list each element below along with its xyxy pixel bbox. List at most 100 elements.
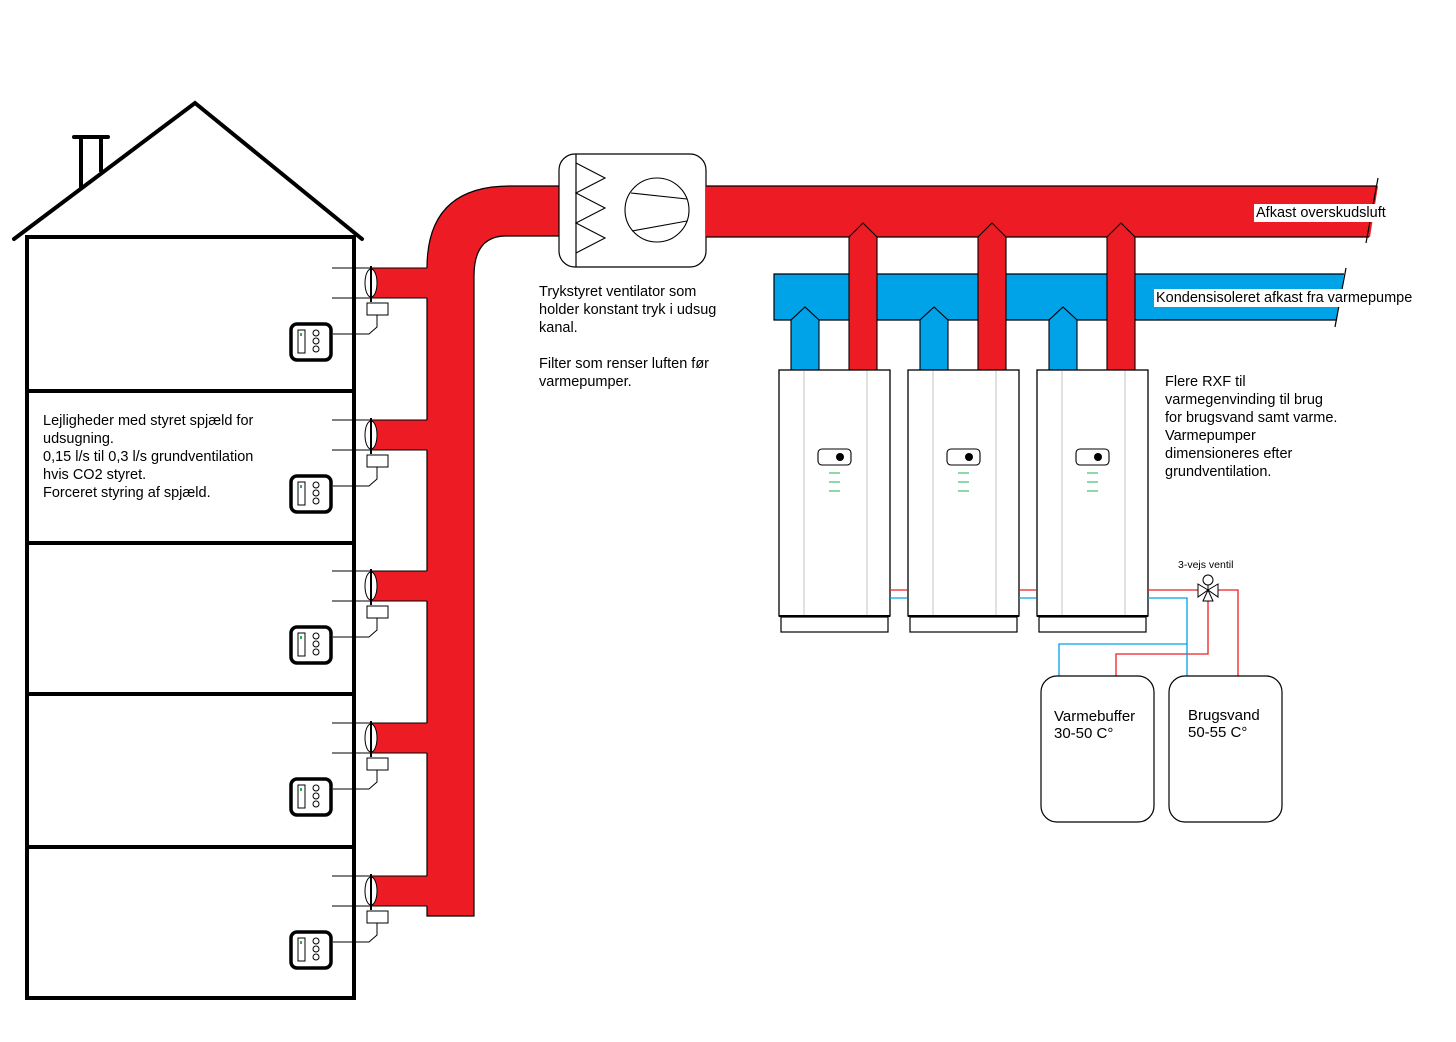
heat-pump-cabinet [907, 369, 1020, 617]
controller-button[interactable] [312, 792, 320, 800]
apartment-branch-floor-4 [289, 721, 428, 817]
water-piping [890, 589, 1239, 676]
controller-button[interactable] [312, 800, 320, 808]
room-controller-icon[interactable] [289, 930, 333, 970]
branch-duct [372, 571, 428, 601]
control-wire [333, 315, 378, 335]
controlled-damper-icon[interactable] [364, 874, 378, 910]
controller-led [300, 333, 302, 336]
controller-button[interactable] [312, 648, 320, 656]
controller-button[interactable] [312, 481, 320, 489]
heat-pump-display-dot [1094, 453, 1102, 461]
ventilator-description: Trykstyret ventilator som holder konstan… [539, 284, 717, 390]
heat-pump-base [1038, 616, 1147, 633]
cold-return-line [1148, 597, 1188, 676]
controller-button[interactable] [312, 632, 320, 640]
apartment-branch-floor-5 [289, 874, 428, 970]
building [12, 100, 364, 1000]
chimney [72, 135, 110, 190]
excess-air-exhaust-duct [706, 177, 1379, 244]
branch-duct [372, 876, 428, 906]
three-way-valve-label: 3-vejs ventil [1178, 559, 1234, 571]
heat-pump-display-dot [836, 453, 844, 461]
exhaust-riser [848, 222, 878, 371]
apartment-branch-floor-2 [289, 418, 428, 514]
apartment-branch-floor-1 [289, 266, 428, 362]
damper-actuator [366, 910, 389, 924]
controller-led [300, 485, 302, 488]
controller-led [300, 788, 302, 791]
exhaust-outlet-label: Afkast overskudsluft [1254, 204, 1388, 222]
damper-actuator [366, 757, 389, 771]
roof [12, 100, 364, 241]
heat-pump-base [909, 616, 1018, 633]
dhw-label: Brugsvand [1188, 707, 1260, 724]
condensate-riser [1048, 306, 1078, 371]
heat-pumps-description: Flere RXF til varmegenvinding til brug f… [1165, 374, 1338, 480]
heat-buffer-label: Varmebuffer [1054, 708, 1136, 725]
heat-buffer-temp: 30-50 C° [1054, 725, 1114, 742]
control-wire [333, 923, 378, 943]
controller-button[interactable] [312, 345, 320, 353]
damper-actuator [366, 454, 389, 468]
control-wire [333, 618, 378, 638]
cold-line-from-buffer [1058, 643, 1187, 676]
damper-actuator [366, 605, 389, 619]
heat-pump-unit[interactable] [907, 369, 1020, 633]
controller-display [297, 329, 306, 354]
dhw-temp: 50-55 C° [1188, 724, 1248, 741]
domestic-hot-water-tank[interactable] [1168, 675, 1283, 823]
controller-display [297, 481, 306, 506]
controller-display [297, 632, 306, 657]
heat-pump-display[interactable] [946, 448, 981, 466]
controller-button[interactable] [312, 337, 320, 345]
branch-duct [372, 268, 428, 298]
controller-button[interactable] [312, 784, 320, 792]
heat-pump-unit[interactable] [1036, 369, 1149, 633]
heat-pump-units [778, 369, 1149, 633]
fan-icon [624, 177, 690, 243]
heat-pump-cabinet [1036, 369, 1149, 617]
room-controller-icon[interactable] [289, 625, 333, 665]
controller-button[interactable] [312, 640, 320, 648]
three-way-valve[interactable] [1197, 574, 1219, 602]
damper-actuator [366, 302, 389, 316]
controller-button[interactable] [312, 953, 320, 961]
apartment-branch-floor-3 [289, 569, 428, 665]
exhaust-riser-duct [426, 185, 563, 917]
controller-display [297, 937, 306, 962]
controller-led [300, 941, 302, 944]
controlled-damper-icon[interactable] [364, 418, 378, 454]
storage-tanks [1040, 675, 1283, 823]
controller-button[interactable] [312, 945, 320, 953]
exhaust-riser [1106, 222, 1136, 371]
exhaust-riser [977, 222, 1007, 371]
controlled-damper-icon[interactable] [364, 721, 378, 757]
valve-actuator-icon [1202, 574, 1214, 586]
control-wire [333, 770, 378, 790]
room-controller-icon[interactable] [289, 777, 333, 817]
controller-button[interactable] [312, 937, 320, 945]
heat-pump-cabinet [778, 369, 891, 617]
apartments-description: Lejligheder med styret spjæld for udsugn… [43, 413, 254, 501]
room-controller-icon[interactable] [289, 322, 333, 362]
branch-duct [372, 420, 428, 450]
controller-display [297, 784, 306, 809]
floor-branches [289, 266, 428, 970]
heat-pump-display[interactable] [1075, 448, 1110, 466]
controller-button[interactable] [312, 329, 320, 337]
hot-line-to-dhw [1218, 589, 1239, 676]
controller-led [300, 636, 302, 639]
room-controller-icon[interactable] [289, 474, 333, 514]
heat-buffer-tank[interactable] [1040, 675, 1155, 823]
controlled-damper-icon[interactable] [364, 266, 378, 302]
controller-button[interactable] [312, 497, 320, 505]
controlled-damper-icon[interactable] [364, 569, 378, 605]
controller-button[interactable] [312, 489, 320, 497]
heat-pump-unit[interactable] [778, 369, 891, 633]
condensate-riser [790, 306, 820, 371]
heat-pump-display[interactable] [817, 448, 852, 466]
control-wire [333, 467, 378, 487]
branch-duct [372, 723, 428, 753]
